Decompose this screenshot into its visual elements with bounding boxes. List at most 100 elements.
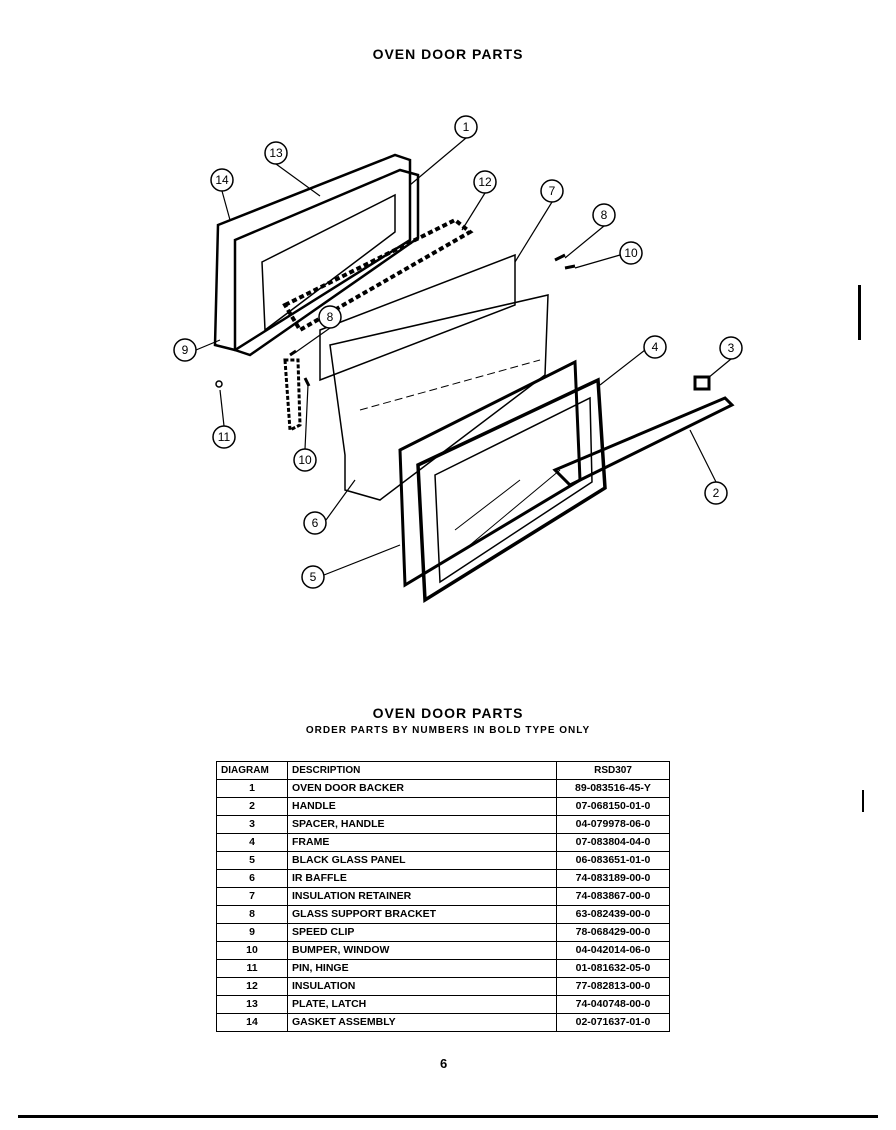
insulation-part — [282, 217, 474, 333]
description: BUMPER, WINDOW — [287, 941, 557, 960]
diagram-number: 1 — [216, 779, 288, 798]
callout-11: 11 — [212, 425, 236, 449]
svg-text:5: 5 — [310, 570, 317, 584]
gasket-assembly-part — [213, 153, 412, 352]
part-number: 04-079978-06-0 — [556, 815, 670, 834]
callout-2: 2 — [704, 481, 728, 505]
description: SPEED CLIP — [287, 923, 557, 942]
svg-text:7: 7 — [549, 184, 556, 198]
callout-6: 6 — [303, 511, 327, 535]
callout-5: 5 — [301, 565, 325, 589]
diagram-number: 14 — [216, 1013, 288, 1032]
column-header-model: RSD307 — [556, 761, 670, 780]
handle-part — [552, 396, 735, 487]
svg-text:14: 14 — [215, 173, 229, 187]
diagram-number: 13 — [216, 995, 288, 1014]
svg-text:8: 8 — [327, 310, 334, 324]
bottom-border — [18, 1115, 878, 1118]
callout-7: 7 — [540, 179, 564, 203]
svg-text:10: 10 — [624, 246, 638, 260]
description: PIN, HINGE — [287, 959, 557, 978]
column-header-description: DESCRIPTION — [287, 761, 557, 780]
callout-1: 1 — [454, 115, 478, 139]
table-header-row: DIAGRAM DESCRIPTION RSD307 — [216, 761, 670, 780]
description: GLASS SUPPORT BRACKET — [287, 905, 557, 924]
diagram-number: 7 — [216, 887, 288, 906]
svg-text:1: 1 — [463, 120, 470, 134]
insulation-retainer-part — [319, 253, 516, 382]
part-number: 63-082439-00-0 — [556, 905, 670, 924]
callout-14: 14 — [210, 168, 234, 192]
part-number: 04-042014-06-0 — [556, 941, 670, 960]
spacer-part — [693, 375, 711, 391]
table-subheading: ORDER PARTS BY NUMBERS IN BOLD TYPE ONLY — [305, 725, 591, 736]
svg-text:4: 4 — [652, 340, 659, 354]
part-number: 77-082813-00-0 — [556, 977, 670, 996]
column-header-diagram: DIAGRAM — [216, 761, 288, 780]
diagram-number: 8 — [216, 905, 288, 924]
description: PLATE, LATCH — [287, 995, 557, 1014]
callout-12: 12 — [473, 170, 497, 194]
description: OVEN DOOR BACKER — [287, 779, 557, 798]
description: HANDLE — [287, 797, 557, 816]
description: IR BAFFLE — [287, 869, 557, 888]
diagram-number: 10 — [216, 941, 288, 960]
callout-8: 8 — [592, 203, 616, 227]
description: BLACK GLASS PANEL — [287, 851, 557, 870]
ir-baffle-part — [329, 294, 549, 501]
svg-text:8: 8 — [601, 208, 608, 222]
table-heading: OVEN DOOR PARTS — [372, 705, 524, 721]
part-number: 02-071637-01-0 — [556, 1013, 670, 1032]
diagram-number: 4 — [216, 833, 288, 852]
part-number: 74-040748-00-0 — [556, 995, 670, 1014]
diagram-number: 6 — [216, 869, 288, 888]
part-number: 78-068429-00-0 — [556, 923, 670, 942]
page-title: OVEN DOOR PARTS — [372, 46, 524, 62]
frame-part — [416, 377, 607, 604]
part-number: 01-081632-05-0 — [556, 959, 670, 978]
diagram-number: 11 — [216, 959, 288, 978]
svg-text:12: 12 — [478, 175, 492, 189]
callout-4: 4 — [643, 335, 667, 359]
part-number: 74-083867-00-0 — [556, 887, 670, 906]
description: INSULATION — [287, 977, 557, 996]
page-number: 6 — [440, 1056, 448, 1071]
diagram-number: 2 — [216, 797, 288, 816]
diagram-number: 3 — [216, 815, 288, 834]
description: FRAME — [287, 833, 557, 852]
diagram-number: 5 — [216, 851, 288, 870]
svg-text:10: 10 — [298, 453, 312, 467]
svg-text:9: 9 — [182, 343, 189, 357]
svg-text:2: 2 — [713, 486, 720, 500]
svg-text:3: 3 — [728, 341, 735, 355]
exploded-door-diagram: 1 13 14 12 7 8 10 8 9 4 3 11 10 2 6 5 — [173, 115, 743, 604]
callout-10: 10 — [619, 241, 643, 265]
description: GASKET ASSEMBLY — [287, 1013, 557, 1032]
part-number: 06-083651-01-0 — [556, 851, 670, 870]
part-number: 07-083804-04-0 — [556, 833, 670, 852]
black-glass-panel-part — [398, 359, 582, 588]
callout-8b: 8 — [318, 305, 342, 329]
diagram-number: 9 — [216, 923, 288, 942]
svg-text:6: 6 — [312, 516, 319, 530]
scan-mark — [862, 790, 864, 812]
callout-13: 13 — [264, 141, 288, 165]
part-number: 89-083516-45-Y — [556, 779, 670, 798]
description: SPACER, HANDLE — [287, 815, 557, 834]
svg-text:13: 13 — [269, 146, 283, 160]
svg-text:11: 11 — [218, 430, 231, 444]
